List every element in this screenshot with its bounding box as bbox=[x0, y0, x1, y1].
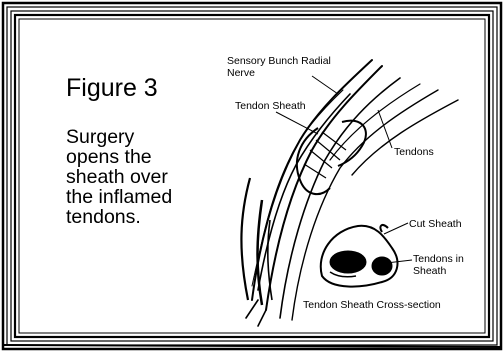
figure-title: Figure 3 bbox=[66, 74, 158, 102]
figure-description: Surgery opens the sheath over the inflam… bbox=[66, 127, 176, 227]
label-cut-sheath: Cut Sheath bbox=[409, 218, 462, 230]
label-tendons-in-sheath: Tendons in Sheath bbox=[413, 253, 473, 277]
label-tendons: Tendons bbox=[394, 146, 434, 158]
cross-section-sketch bbox=[321, 225, 398, 287]
label-sensory-nerve: Sensory Bunch Radial Nerve bbox=[227, 55, 337, 79]
label-cross-section: Tendon Sheath Cross-section bbox=[303, 299, 441, 311]
label-tendon-sheath: Tendon Sheath bbox=[235, 100, 306, 112]
